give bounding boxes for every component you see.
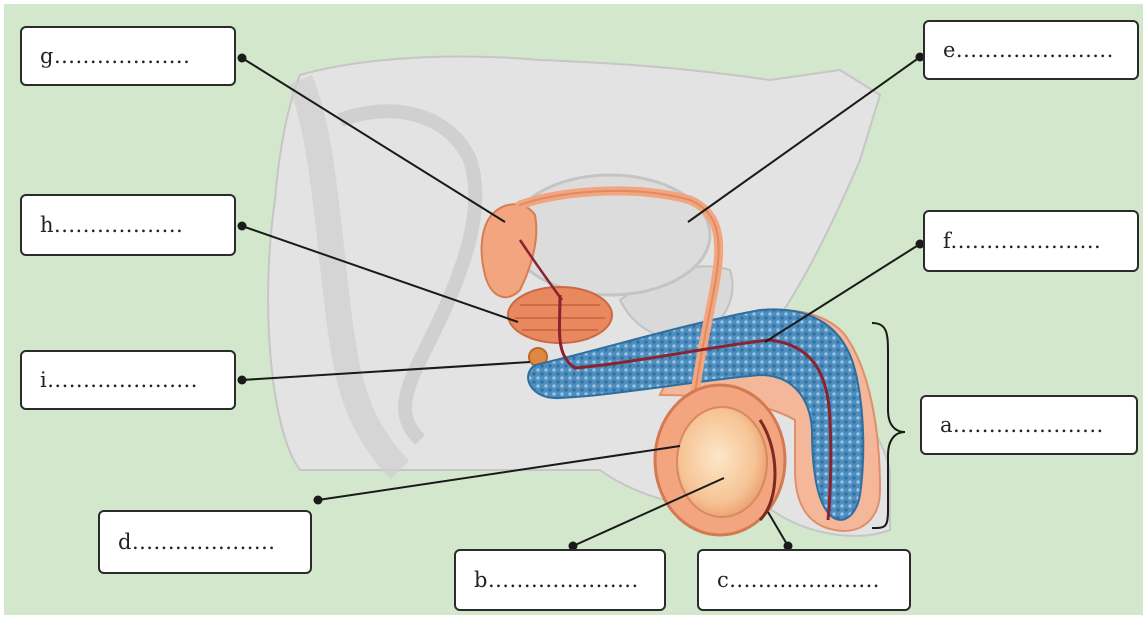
label-box-d: d.................... — [98, 510, 312, 574]
label-box-a: a..................... — [920, 395, 1138, 455]
label-box-c: c..................... — [697, 549, 911, 611]
label-box-h: h.................. — [20, 194, 236, 256]
testis — [677, 407, 767, 517]
label-box-g: g................... — [20, 26, 236, 86]
leader-dot-d — [314, 496, 323, 505]
label-box-i: i..................... — [20, 350, 236, 410]
label-box-e: e...................... — [923, 20, 1139, 80]
leader-dot-i — [238, 376, 247, 385]
label-box-b: b..................... — [454, 549, 666, 611]
leader-dot-g — [238, 54, 247, 63]
label-box-f: f..................... — [923, 210, 1139, 272]
leader-dot-h — [238, 222, 247, 231]
